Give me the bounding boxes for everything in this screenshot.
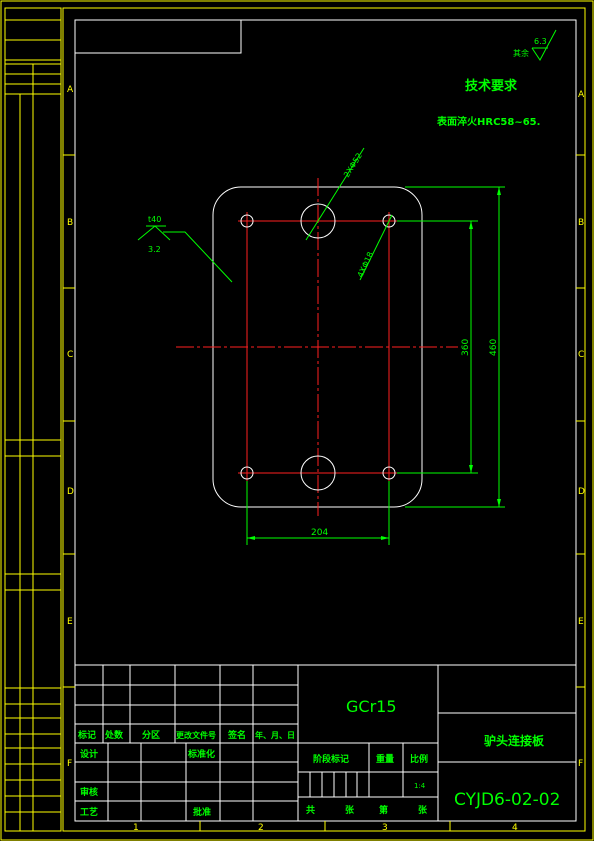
label-process: 工艺 [80, 806, 98, 818]
label-total: 共 [306, 804, 315, 816]
thickness-label: t40 [148, 215, 161, 224]
part-name: 驴头连接板 [484, 733, 545, 748]
zone-letter: E [578, 617, 584, 627]
label-date: 年、月、日 [255, 730, 295, 740]
small-hole-callout: 4XΦ18 [356, 251, 376, 279]
label-sign: 签名 [227, 729, 246, 741]
drawing-number: CYJD6-02-02 [454, 790, 560, 810]
zone-letter: B [67, 218, 73, 228]
part-roughness-value: 3.2 [148, 245, 161, 254]
scale-value: 1:4 [414, 782, 426, 790]
label-page: 第 [379, 804, 388, 816]
small-hole [240, 466, 254, 480]
zone-letter: B [578, 218, 584, 228]
title-block-labels: 标记 处数 分区 更改文件号 签名 年、月、日 设计 标准化 审核 工艺 批准 … [77, 697, 560, 818]
zone-number: 4 [512, 823, 518, 833]
tech-requirements-item: 表面淬火HRC58~65. [436, 115, 540, 128]
roughness-rest-label: 其余 [513, 48, 529, 58]
label-weight: 重量 [376, 753, 394, 765]
zone-letter: C [578, 350, 584, 360]
zone-letter: D [67, 487, 74, 497]
inner-frame [74, 19, 577, 822]
zone-ticks [63, 154, 585, 831]
label-scale: 比例 [410, 753, 428, 765]
label-zone: 分区 [142, 729, 160, 741]
small-hole-leader: 4XΦ18 [356, 214, 393, 281]
large-hole [300, 203, 336, 239]
label-sheet-2: 张 [418, 804, 428, 816]
part-roughness-symbol: t40 3.2 [137, 215, 233, 283]
zone-number: 2 [258, 823, 264, 833]
zone-letter: F [67, 759, 72, 769]
zone-letters-left: A B C D E F [67, 85, 74, 769]
small-hole [382, 214, 396, 228]
zone-letter: D [578, 487, 585, 497]
label-review: 审核 [80, 786, 98, 798]
zone-letter: C [67, 350, 73, 360]
label-mark: 标记 [77, 729, 96, 741]
label-design: 设计 [80, 748, 98, 760]
label-sheet: 张 [345, 804, 355, 816]
zone-numbers-bottom: 1 2 3 4 [133, 823, 518, 833]
height-outer-dimension-text: 460 [489, 339, 499, 356]
large-hole-callout: 2XΦ52 [342, 151, 364, 179]
label-standardize: 标准化 [187, 748, 215, 760]
label-stage-mark: 阶段标记 [313, 753, 349, 765]
tech-requirements-title: 技术要求 [465, 78, 518, 94]
width-dimension-text: 204 [311, 528, 328, 538]
title-block [75, 664, 576, 821]
small-hole [240, 214, 254, 228]
zone-border [62, 7, 586, 832]
zone-letter: E [67, 617, 73, 627]
holes [240, 203, 396, 491]
roughness-value: 6.3 [534, 37, 547, 46]
dimension-height-outer: 460 [405, 186, 505, 508]
height-inner-dimension-text: 360 [461, 339, 471, 356]
corner-box [74, 19, 242, 54]
label-change-doc: 更改文件号 [176, 730, 216, 740]
zone-letter: A [67, 85, 74, 95]
large-hole [300, 455, 336, 491]
zone-letters-right: A B C D E F [578, 90, 585, 769]
large-hole-leader: 2XΦ52 [305, 147, 365, 241]
left-binding-strip [4, 7, 62, 832]
label-approve: 批准 [193, 806, 211, 818]
zone-number: 3 [382, 823, 388, 833]
dimension-height-inner: 360 [397, 220, 478, 474]
material: GCr15 [346, 697, 397, 716]
zone-letter: F [578, 759, 583, 769]
zone-letter: A [578, 90, 585, 100]
label-count: 处数 [104, 729, 124, 741]
general-roughness-symbol: 其余 6.3 [513, 29, 557, 61]
dimension-width: 204 [246, 481, 390, 545]
center-lines [176, 178, 458, 516]
zone-number: 1 [133, 823, 139, 833]
small-hole [382, 466, 396, 480]
